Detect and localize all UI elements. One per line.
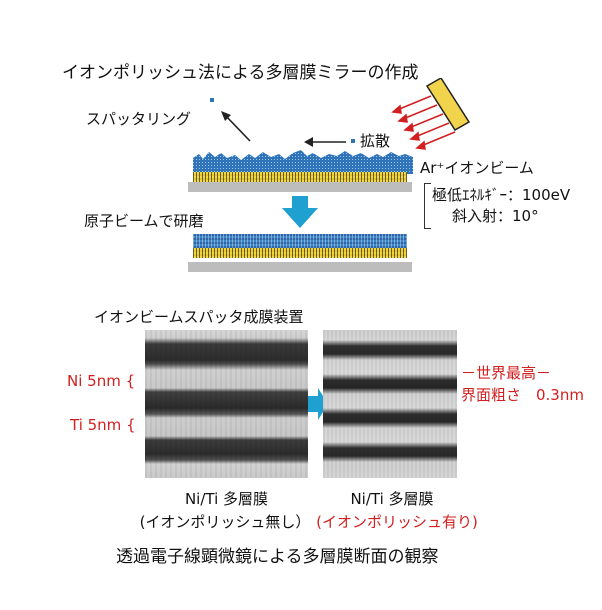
right-caption-note: (イオンポリッシュ有り) bbox=[316, 513, 478, 531]
yellow-layer-top bbox=[193, 172, 407, 182]
left-caption-note: (イオンポリッシュ無し） bbox=[139, 513, 311, 531]
smooth-film-layer bbox=[193, 234, 407, 248]
energy-bracket bbox=[424, 183, 431, 229]
tem-image-polished bbox=[323, 330, 457, 478]
ti-layer-label: Ti 5nm { bbox=[70, 416, 136, 434]
diagram-title: イオンポリッシュ法による多層膜ミラーの作成 bbox=[62, 63, 419, 83]
substrate-bottom bbox=[188, 262, 412, 272]
rough-film-layer bbox=[193, 150, 413, 174]
sputtering-label: スパッタリング bbox=[86, 110, 192, 128]
bottom-caption: 透過電子線顕微鏡による多層膜断面の観察 bbox=[116, 547, 439, 567]
world-record-label: －世界最高－ bbox=[461, 364, 552, 382]
down-arrow-icon bbox=[282, 196, 318, 228]
ion-beam-label: Ar⁺イオンビーム bbox=[420, 159, 534, 177]
apparatus-label: イオンビームスパッタ成膜装置 bbox=[94, 308, 304, 326]
polish-label: 原子ビームで研磨 bbox=[84, 212, 204, 230]
ni-layer-label: Ni 5nm { bbox=[67, 372, 136, 390]
right-caption-title: Ni/Ti 多層膜 bbox=[350, 490, 434, 508]
diffusion-arrow-icon bbox=[304, 137, 355, 147]
left-caption-title: Ni/Ti 多層膜 bbox=[184, 490, 269, 508]
roughness-label: 界面粗さ 0.3nm bbox=[461, 386, 584, 404]
tem-image-unpolished bbox=[145, 330, 308, 478]
yellow-layer-bottom bbox=[193, 248, 407, 258]
ion-source-icon bbox=[391, 78, 471, 150]
incidence-label: 斜入射：10° bbox=[452, 207, 539, 225]
diffusion-label: 拡散 bbox=[360, 132, 391, 150]
energy-label: 極低ｴﾈﾙｷﾞｰ：100eV bbox=[432, 186, 571, 204]
substrate-top bbox=[188, 182, 412, 192]
sputtering-arrow-icon bbox=[210, 98, 251, 142]
